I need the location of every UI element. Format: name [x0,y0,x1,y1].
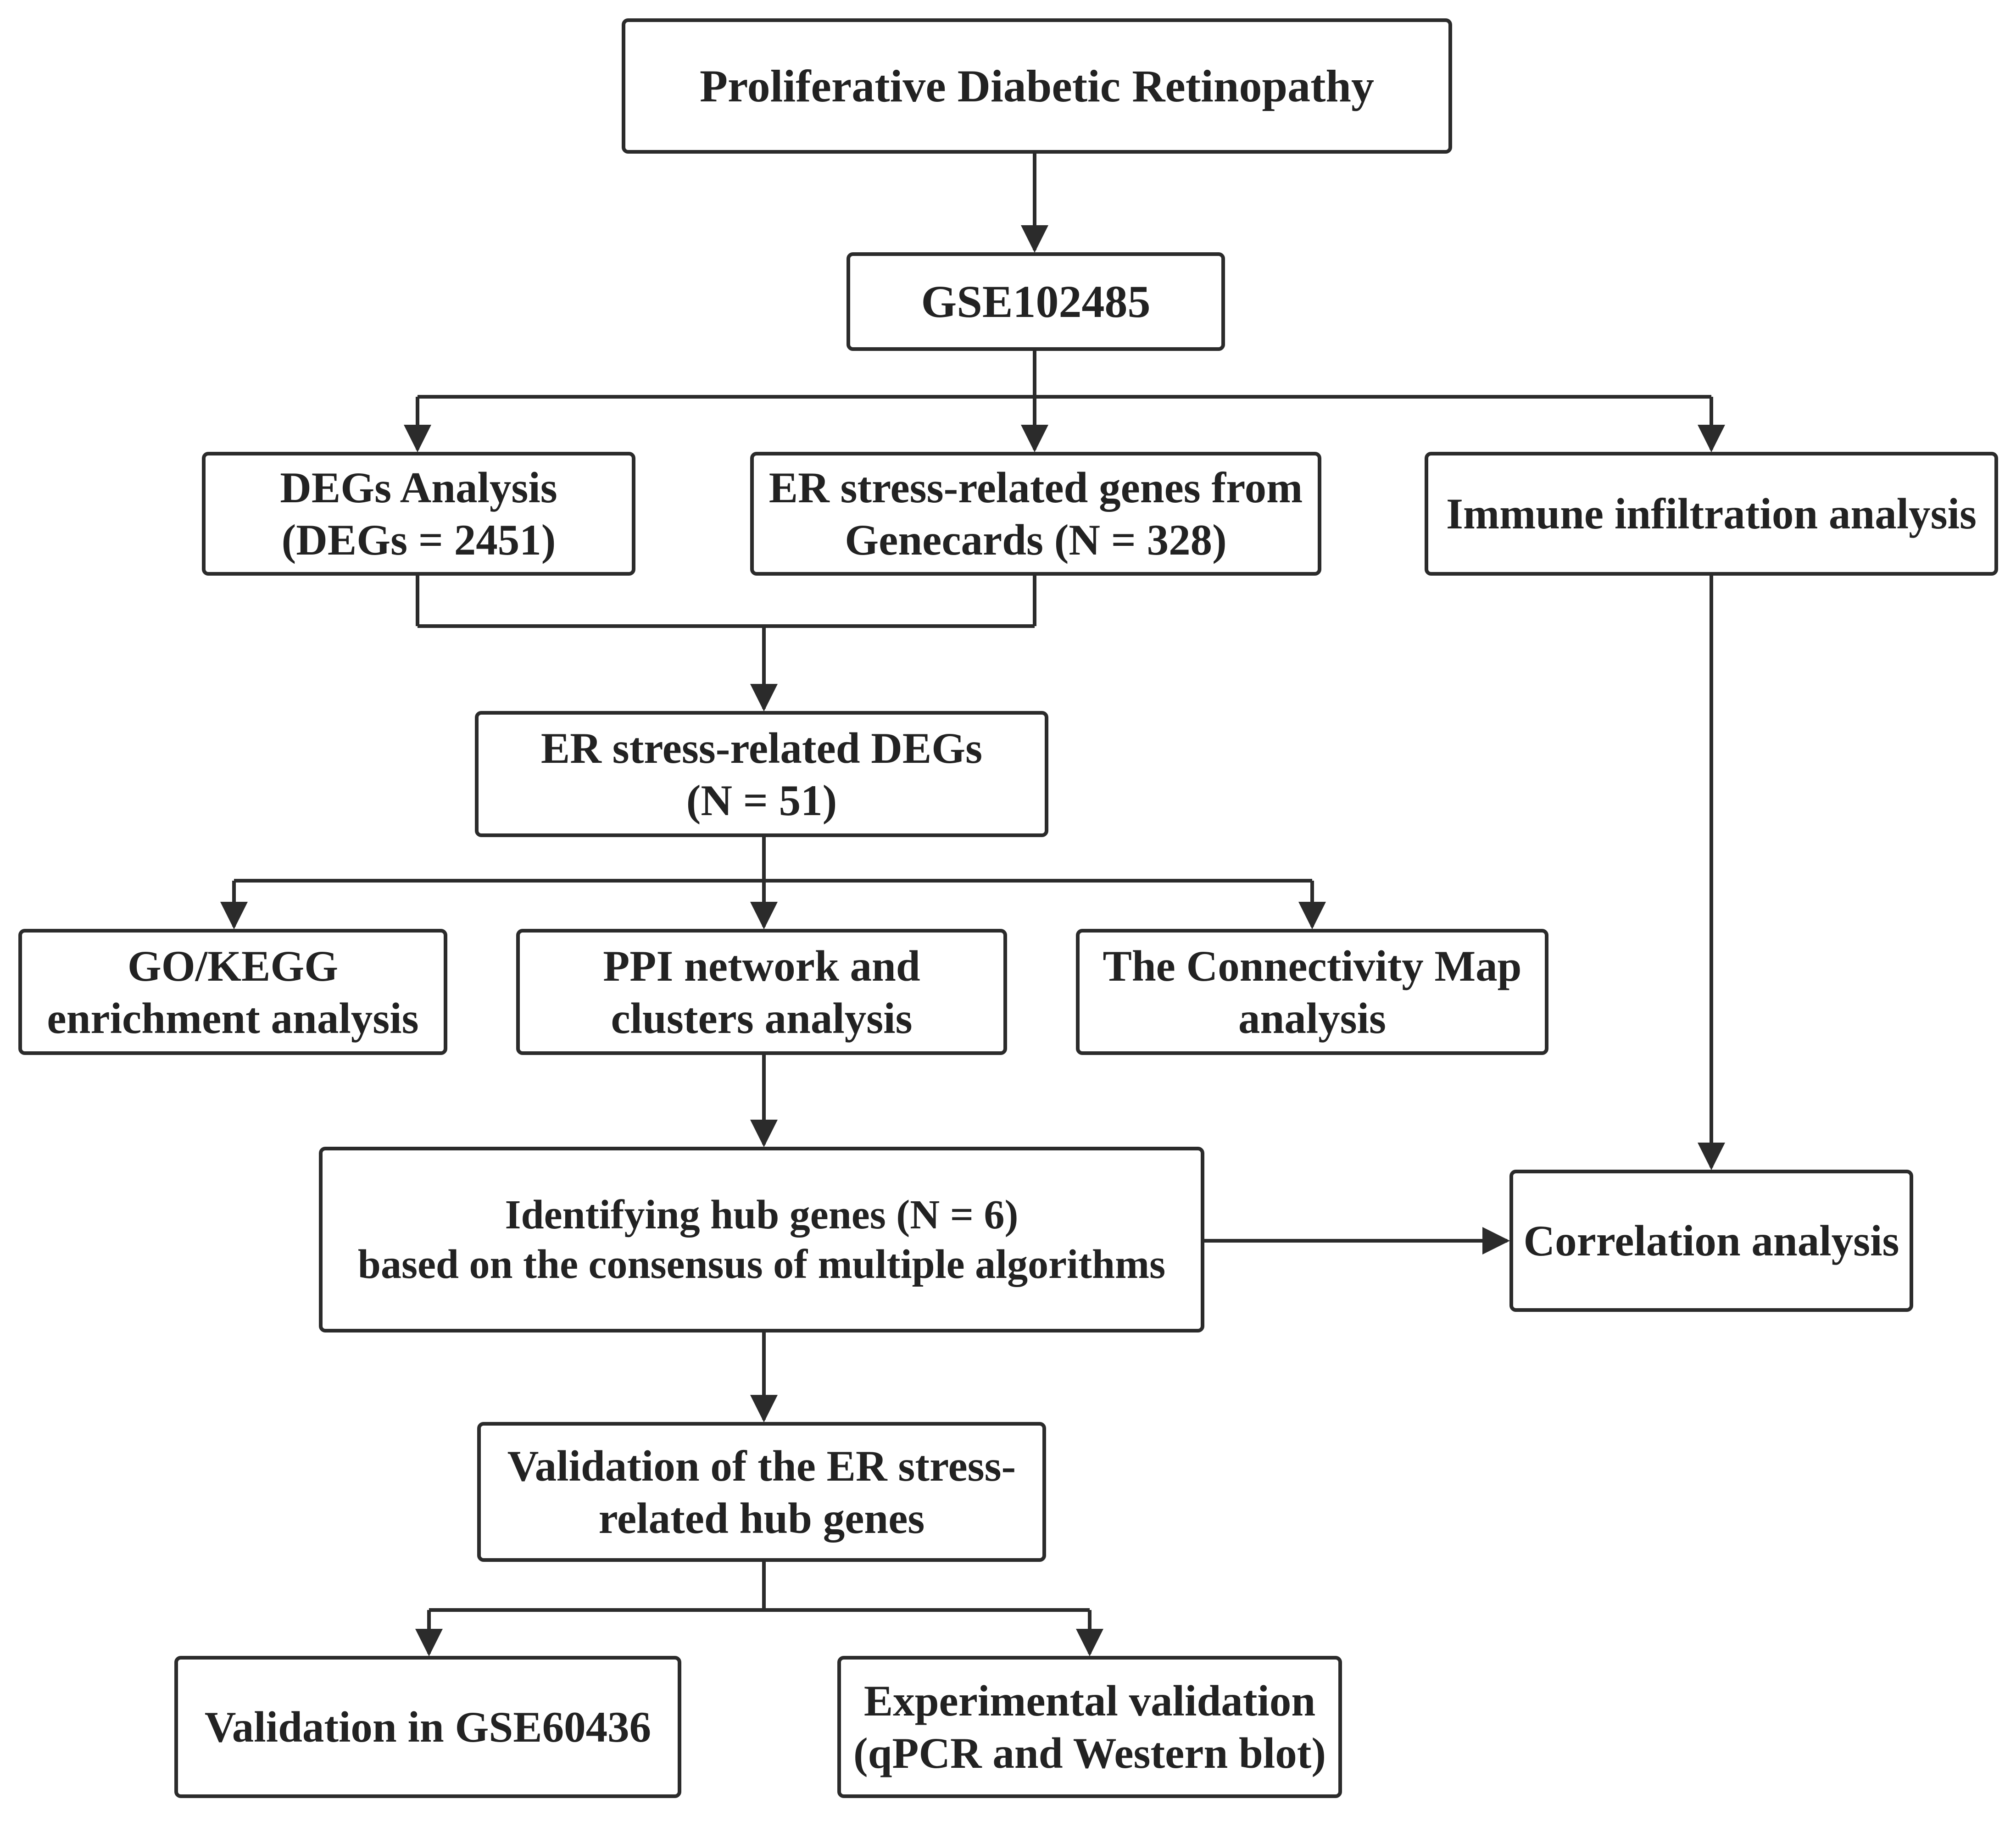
node-ppi-network-line-2: clusters analysis [611,994,913,1043]
node-gse102485: GSE102485 [846,252,1225,351]
node-connectivity-map-line-1: The Connectivity Map [1103,941,1522,990]
node-experimental-validation: Experimental validation (qPCR and Wester… [837,1656,1342,1798]
node-er-stress-degs-line-1: ER stress-related DEGs [540,723,983,772]
node-pdr: Proliferative Diabetic Retinopathy [622,18,1452,154]
node-immune-infiltration: Immune infiltration analysis [1425,452,1998,576]
node-hub-genes-line-1: Identifying hub genes (N = 6) [505,1192,1019,1238]
node-ppi-network-line-1: PPI network and [603,941,920,990]
node-er-stress-degs: ER stress-related DEGs (N = 51) [475,711,1048,837]
node-degs-analysis: DEGs Analysis (DEGs = 2451) [202,452,635,576]
node-experimental-validation-line-2: (qPCR and Western blot) [853,1729,1326,1777]
node-degs-analysis-line-2: (DEGs = 2451) [281,516,556,564]
node-ppi-network: PPI network and clusters analysis [516,929,1007,1055]
node-er-stress-genes: ER stress-related genes from Genecards (… [750,452,1321,576]
node-correlation: Correlation analysis [1509,1170,1913,1312]
node-er-stress-genes-line-1: ER stress-related genes from [769,463,1303,512]
node-hub-genes: Identifying hub genes (N = 6) based on t… [319,1147,1204,1332]
node-er-stress-degs-line-2: (N = 51) [686,776,837,825]
node-connectivity-map: The Connectivity Map analysis [1076,929,1548,1055]
node-correlation-line-1: Correlation analysis [1523,1216,1899,1265]
node-pdr-line-1: Proliferative Diabetic Retinopathy [699,60,1375,111]
node-experimental-validation-line-1: Experimental validation [863,1677,1316,1725]
node-go-kegg: GO/KEGG enrichment analysis [18,929,447,1055]
node-immune-infiltration-line-1: Immune infiltration analysis [1446,489,1977,538]
node-go-kegg-line-2: enrichment analysis [47,994,419,1043]
node-validation-gse60436-line-1: Validation in GSE60436 [204,1703,652,1751]
node-validation-hub: Validation of the ER stress- related hub… [477,1422,1046,1562]
node-validation-gse60436: Validation in GSE60436 [174,1656,681,1798]
node-validation-hub-line-2: related hub genes [598,1493,925,1543]
node-connectivity-map-line-2: analysis [1238,994,1387,1043]
node-hub-genes-line-2: based on the consensus of multiple algor… [357,1241,1166,1287]
node-er-stress-genes-line-2: Genecards (N = 328) [845,516,1227,564]
node-go-kegg-line-1: GO/KEGG [127,941,339,990]
node-degs-analysis-line-1: DEGs Analysis [280,463,557,512]
node-validation-hub-line-1: Validation of the ER stress- [507,1441,1016,1490]
node-gse102485-line-1: GSE102485 [921,276,1151,327]
